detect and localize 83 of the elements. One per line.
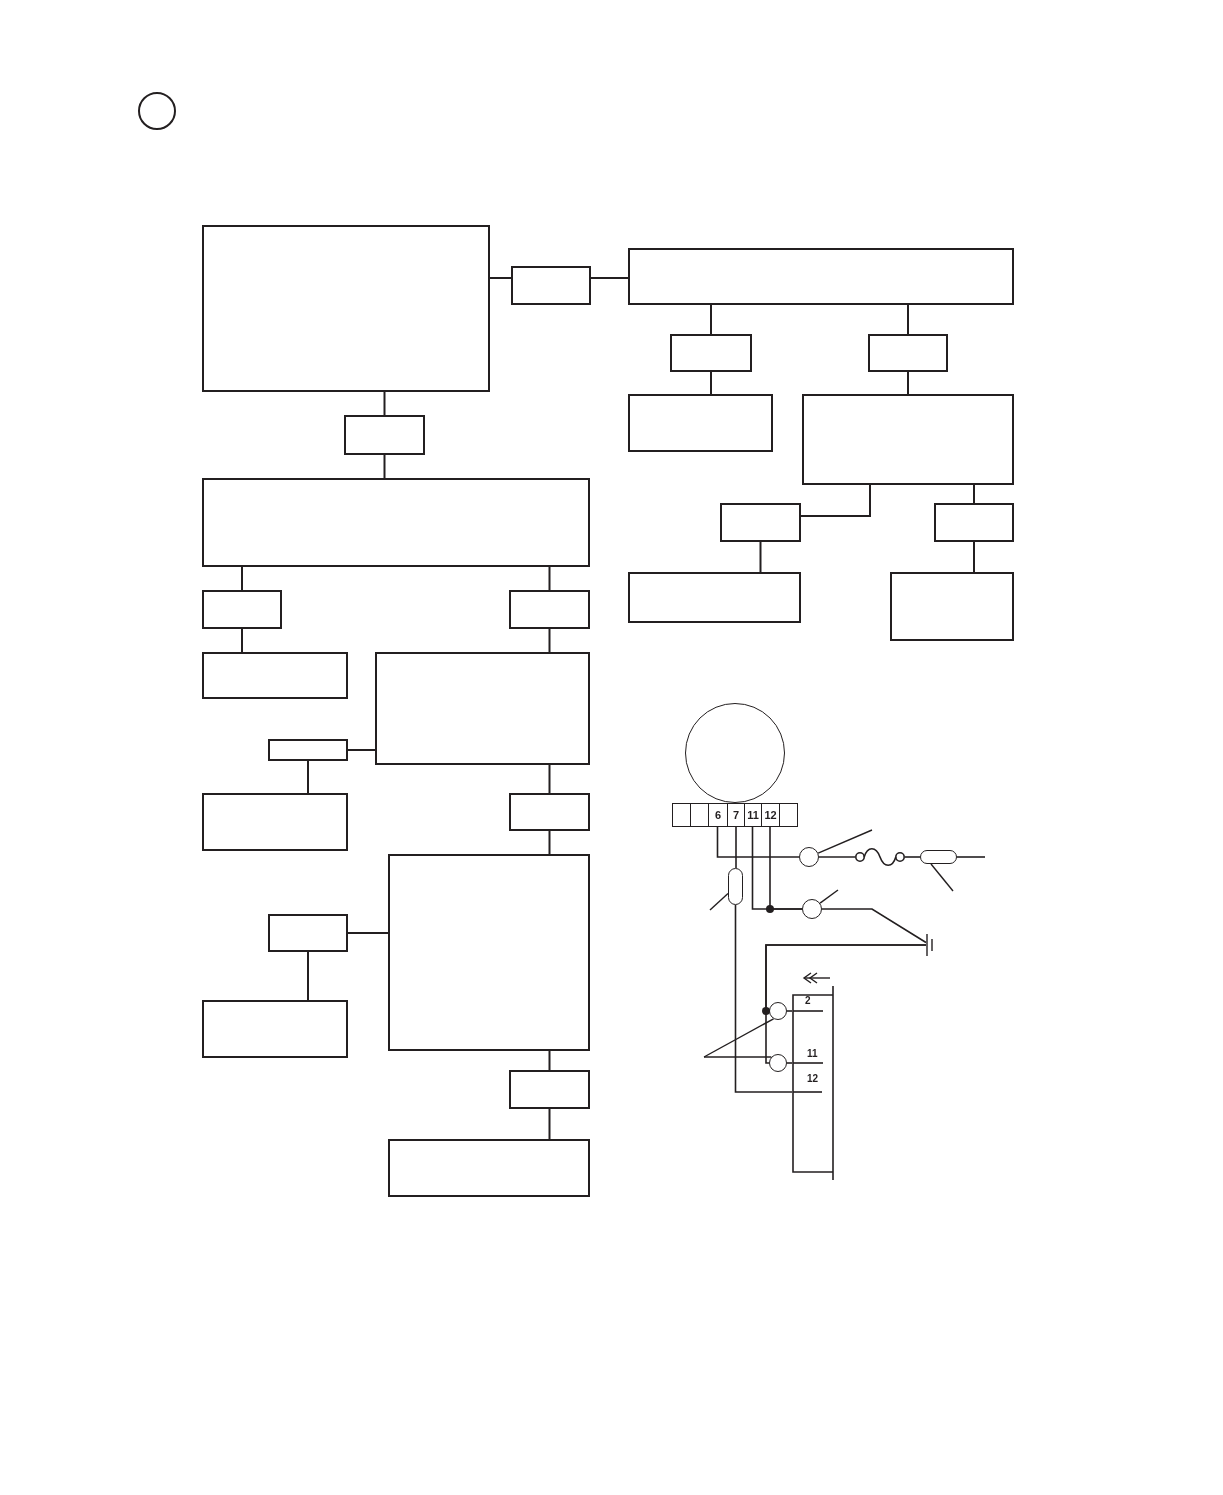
terminal-cell <box>708 803 728 827</box>
connector-line <box>590 277 629 279</box>
leader-line <box>817 829 873 854</box>
connector-line <box>489 277 512 279</box>
connector-line <box>548 764 551 794</box>
leader-line <box>703 1056 772 1058</box>
connector-line <box>800 484 871 517</box>
connector-line <box>710 371 712 395</box>
process-box <box>720 503 801 542</box>
wire <box>786 1062 793 1064</box>
connector-line <box>973 541 975 573</box>
process-box <box>388 1139 590 1197</box>
leader-line <box>930 863 954 892</box>
connector-line <box>548 566 551 591</box>
process-box <box>202 793 348 851</box>
connector-line <box>548 1050 551 1071</box>
process-box <box>268 739 348 761</box>
process-box <box>868 334 948 372</box>
connector-line <box>307 760 309 794</box>
process-box <box>509 1070 590 1109</box>
leader-line <box>819 889 839 904</box>
connector-line <box>548 1108 551 1140</box>
connector-line <box>347 932 389 934</box>
process-box <box>802 394 1014 485</box>
pin-number: 2 <box>805 996 811 1006</box>
process-box <box>268 914 348 952</box>
wire <box>765 944 927 1064</box>
process-box <box>202 1000 348 1058</box>
terminal-cell <box>744 803 762 827</box>
pin-number: 7 <box>732 809 740 821</box>
wire <box>716 826 800 858</box>
pin-number: 11 <box>807 1049 818 1059</box>
process-box <box>511 266 591 305</box>
connector-line <box>907 371 909 395</box>
ground-symbol <box>926 934 934 956</box>
wire <box>818 856 856 858</box>
terminal-cell <box>761 803 780 827</box>
leader-line <box>709 892 729 911</box>
wire <box>769 826 803 910</box>
process-box <box>344 415 425 455</box>
process-box <box>509 590 590 629</box>
connector-line <box>548 830 551 855</box>
process-box <box>202 478 590 567</box>
connector-line <box>548 628 551 653</box>
connector-line <box>973 484 975 504</box>
fuse-symbol <box>855 846 905 868</box>
connector-line <box>759 541 762 573</box>
connector-housing <box>792 986 834 1180</box>
pin-number: 12 <box>764 809 777 821</box>
connector-line <box>710 304 712 335</box>
process-box <box>628 394 773 452</box>
terminal-cell <box>779 803 798 827</box>
process-box <box>628 572 801 623</box>
connector-line <box>347 749 376 751</box>
leader-line <box>703 1018 775 1058</box>
process-box <box>202 225 490 392</box>
process-box <box>670 334 752 372</box>
connector-line <box>383 454 386 479</box>
pin-number: 12 <box>807 1074 819 1084</box>
process-box <box>509 793 590 831</box>
wire <box>821 908 927 944</box>
connector-line <box>383 391 386 416</box>
connector-line <box>907 304 909 335</box>
wire <box>904 856 921 858</box>
wire <box>786 1010 793 1012</box>
process-box <box>388 854 590 1051</box>
process-box <box>375 652 590 765</box>
connector-line <box>241 566 243 591</box>
process-box <box>202 590 282 629</box>
pin-number: 6 <box>714 809 722 821</box>
pin-number: 11 <box>747 809 759 821</box>
terminal-cell <box>672 803 691 827</box>
terminal-cell <box>690 803 709 827</box>
terminal-cell <box>727 803 745 827</box>
wire <box>956 856 986 858</box>
process-box <box>890 572 1014 641</box>
process-box <box>628 248 1014 305</box>
wire <box>735 826 737 869</box>
process-box <box>934 503 1014 542</box>
wire <box>734 904 793 1093</box>
connector-line <box>307 951 309 1001</box>
connector-line <box>241 628 243 653</box>
process-box <box>202 652 348 699</box>
